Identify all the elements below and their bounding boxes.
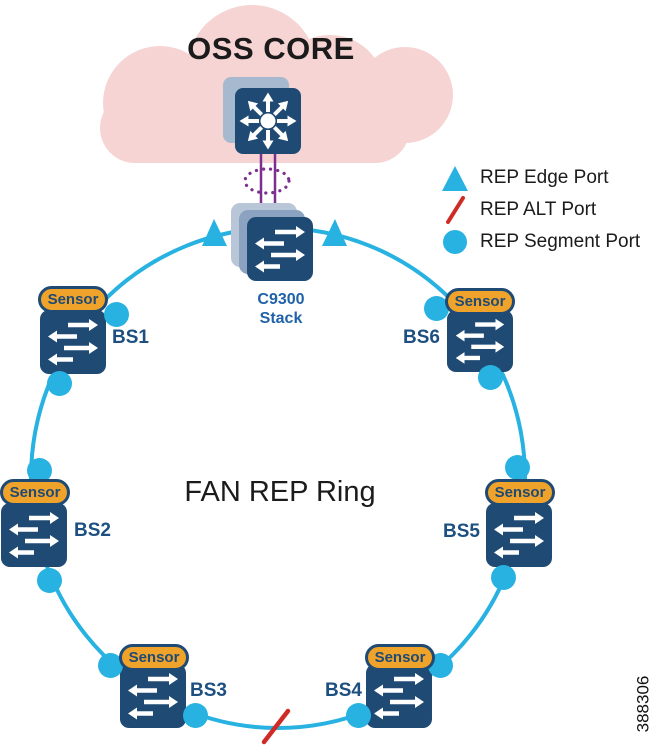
rep-segment-port xyxy=(98,653,123,678)
bs6-switch-icon xyxy=(447,310,513,372)
rep-segment-port xyxy=(346,703,371,728)
c9300-stack-label-line1: C9300 xyxy=(257,291,305,308)
rep-segment-port xyxy=(424,296,449,321)
bs2-sensor-badge: Sensor xyxy=(0,479,70,506)
bs5-label: BS5 xyxy=(443,521,480,542)
rep-alt-port-legend-icon xyxy=(446,196,465,224)
rep-alt-port-icon xyxy=(261,708,291,745)
bs2-label: BS2 xyxy=(74,520,111,541)
oss-core-label: OSS CORE xyxy=(187,31,355,66)
rep-segment-port xyxy=(27,458,52,483)
rep-segment-port xyxy=(478,365,503,390)
legend-label: REP Segment Port xyxy=(480,231,641,252)
bs5-sensor-badge: Sensor xyxy=(485,479,555,506)
bs6-label: BS6 xyxy=(403,327,440,348)
bs5-switch-icon xyxy=(486,503,552,567)
rep-segment-port xyxy=(104,302,129,327)
bs3-label: BS3 xyxy=(190,680,227,701)
legend-item-edge-port: REP Edge Port xyxy=(440,164,640,192)
bs4-label: BS4 xyxy=(325,680,362,701)
bs3-switch-icon xyxy=(120,664,186,728)
c9300-stack-switch-icon xyxy=(247,217,313,281)
rep-segment-port-legend-icon xyxy=(443,230,467,254)
rep-edge-port-right-icon xyxy=(322,219,347,246)
rep-edge-port-left-icon xyxy=(202,219,227,246)
bs1-sensor-badge: Sensor xyxy=(38,286,108,313)
figure-number-text: 388306 xyxy=(633,675,653,733)
bs2-switch-icon xyxy=(1,503,67,567)
figure-number: 388306 xyxy=(628,664,658,744)
legend-label: REP ALT Port xyxy=(480,199,597,220)
bs3-sensor-badge: Sensor xyxy=(119,644,189,671)
c9300-stack-label: C9300 Stack xyxy=(237,290,325,328)
legend-item-alt-port: REP ALT Port xyxy=(440,196,640,224)
rep-segment-port xyxy=(505,455,530,480)
rep-segment-port xyxy=(47,371,72,396)
port-channel-ellipse-icon xyxy=(243,167,291,195)
bs4-sensor-badge: Sensor xyxy=(365,644,435,671)
rep-segment-port xyxy=(183,703,208,728)
bs6-sensor-badge: Sensor xyxy=(445,288,515,315)
c9300-stack-label-line2: Stack xyxy=(259,310,303,327)
bs1-switch-icon xyxy=(40,310,106,374)
core-switch-icon xyxy=(235,88,301,154)
legend-item-segment-port: REP Segment Port xyxy=(440,228,640,256)
rep-segment-port xyxy=(491,565,516,590)
ring-title: FAN REP Ring xyxy=(184,476,376,508)
rep-segment-port xyxy=(37,568,62,593)
legend-label: REP Edge Port xyxy=(480,167,609,188)
bs4-switch-icon xyxy=(366,664,432,728)
rep-edge-port-legend-icon xyxy=(442,166,468,191)
legend: REP Edge Port REP ALT Port REP Segment P… xyxy=(440,164,640,260)
oss-core-cloud-icon xyxy=(100,5,453,163)
bs1-label: BS1 xyxy=(112,327,149,348)
